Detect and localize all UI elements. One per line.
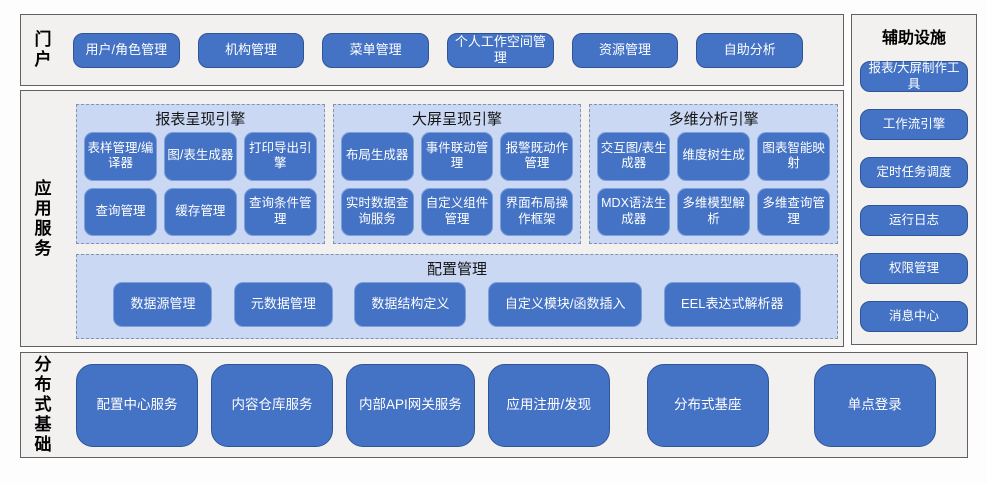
olap-engine-grid: 交互图/表生成器 维度树生成 图表智能映射 MDX语法生成器 多维模型解析 多维… — [597, 132, 831, 236]
auxiliary-section-title: 辅助设施 — [881, 30, 946, 47]
dimension-tree-generation-button[interactable]: 维度树生成 — [677, 132, 751, 181]
config-management-panel-title: 配置管理 — [426, 261, 487, 278]
run-log-button[interactable]: 运行日志 — [860, 205, 968, 236]
distributed-buttons-row: 配置中心服务 内容仓库服务 内部API网关服务 应用注册/发现 分布式基座 单点… — [76, 353, 957, 457]
report-engine-panel: 报表呈现引擎 表样管理/编译器 图/表生成器 打印导出引擎 查询管理 缓存管理 … — [76, 104, 325, 244]
metadata-management-button[interactable]: 元数据管理 — [233, 282, 333, 327]
self-service-analysis-button[interactable]: 自助分析 — [696, 32, 804, 68]
report-screen-authoring-tool-button[interactable]: 报表/大屏制作工具 — [860, 61, 968, 92]
portal-section: 门户 用户/角色管理 机构管理 菜单管理 个人工作空间管理 资源管理 自助分析 — [20, 14, 844, 86]
olap-engine-panel-title: 多维分析引擎 — [668, 111, 759, 128]
custom-component-management-button[interactable]: 自定义组件管理 — [420, 187, 494, 236]
content-repository-service-button[interactable]: 内容仓库服务 — [211, 363, 333, 447]
distributed-base-button[interactable]: 分布式基座 — [646, 363, 769, 447]
event-linkage-management-button[interactable]: 事件联动管理 — [420, 132, 494, 181]
multidim-model-parsing-button[interactable]: 多维模型解析 — [677, 187, 751, 236]
scheduled-task-scheduling-button[interactable]: 定时任务调度 — [860, 157, 968, 188]
auxiliary-section: 辅助设施 报表/大屏制作工具 工作流引擎 定时任务调度 运行日志 权限管理 消息… — [851, 14, 977, 345]
query-management-button[interactable]: 查询管理 — [84, 187, 157, 236]
single-sign-on-button[interactable]: 单点登录 — [813, 363, 936, 447]
report-engine-panel-title: 报表呈现引擎 — [155, 111, 246, 128]
print-export-engine-button[interactable]: 打印导出引擎 — [243, 132, 317, 181]
report-engine-grid: 表样管理/编译器 图/表生成器 打印导出引擎 查询管理 缓存管理 查询条件管理 — [84, 132, 317, 236]
distributed-foundation-section-label: 分布式基础 — [34, 354, 52, 455]
menu-management-button[interactable]: 菜单管理 — [322, 32, 430, 68]
bigscreen-engine-panel-title: 大屏呈现引擎 — [412, 111, 503, 128]
ui-layout-operation-framework-button[interactable]: 界面布局操作框架 — [500, 187, 574, 236]
eel-expression-parser-button[interactable]: EEL表达式解析器 — [663, 282, 801, 327]
app-services-section-label: 应用服务 — [34, 178, 52, 258]
distributed-foundation-section: 分布式基础 配置中心服务 内容仓库服务 内部API网关服务 应用注册/发现 分布… — [20, 352, 968, 458]
message-center-button[interactable]: 消息中心 — [860, 301, 968, 332]
config-center-service-button[interactable]: 配置中心服务 — [76, 363, 198, 447]
portal-section-label: 门户 — [34, 29, 52, 69]
app-registration-discovery-button[interactable]: 应用注册/发现 — [487, 363, 610, 447]
bigscreen-engine-grid: 布局生成器 事件联动管理 报警既动作管理 实时数据查询服务 自定义组件管理 界面… — [340, 132, 574, 236]
permission-management-button[interactable]: 权限管理 — [860, 253, 968, 284]
config-buttons-row: 数据源管理 元数据管理 数据结构定义 自定义模块/函数插入 EEL表达式解析器 — [84, 282, 830, 331]
multidim-query-management-button[interactable]: 多维查询管理 — [757, 187, 831, 236]
user-role-management-button[interactable]: 用户/角色管理 — [73, 32, 180, 68]
chart-table-generator-button[interactable]: 图/表生成器 — [163, 132, 237, 181]
resource-management-button[interactable]: 资源管理 — [571, 32, 679, 68]
mdx-syntax-generator-button[interactable]: MDX语法生成器 — [597, 187, 671, 236]
portal-buttons: 用户/角色管理 机构管理 菜单管理 个人工作空间管理 资源管理 自助分析 — [53, 32, 843, 68]
alarm-action-management-button[interactable]: 报警既动作管理 — [500, 132, 574, 181]
personal-workspace-management-button[interactable]: 个人工作空间管理 — [447, 32, 554, 68]
custom-module-function-insert-button[interactable]: 自定义模块/函数插入 — [487, 282, 643, 327]
realtime-data-query-service-button[interactable]: 实时数据查询服务 — [340, 187, 414, 236]
layout-generator-button[interactable]: 布局生成器 — [340, 132, 414, 181]
datasource-management-button[interactable]: 数据源管理 — [113, 282, 213, 327]
interactive-chart-generator-button[interactable]: 交互图/表生成器 — [597, 132, 671, 181]
org-management-button[interactable]: 机构管理 — [197, 32, 305, 68]
app-services-content: 报表呈现引擎 表样管理/编译器 图/表生成器 打印导出引擎 查询管理 缓存管理 … — [76, 104, 839, 339]
data-structure-definition-button[interactable]: 数据结构定义 — [354, 282, 467, 327]
engine-panels-row: 报表呈现引擎 表样管理/编译器 图/表生成器 打印导出引擎 查询管理 缓存管理 … — [76, 104, 839, 244]
app-services-section: 应用服务 报表呈现引擎 表样管理/编译器 图/表生成器 打印导出引擎 查询管理 … — [20, 90, 844, 347]
olap-engine-panel: 多维分析引擎 交互图/表生成器 维度树生成 图表智能映射 MDX语法生成器 多维… — [589, 104, 839, 244]
chart-smart-mapping-button[interactable]: 图表智能映射 — [757, 132, 831, 181]
internal-api-gateway-service-button[interactable]: 内部API网关服务 — [346, 363, 475, 447]
template-management-compiler-button[interactable]: 表样管理/编译器 — [84, 132, 157, 181]
cache-management-button[interactable]: 缓存管理 — [163, 187, 237, 236]
config-management-panel: 配置管理 数据源管理 元数据管理 数据结构定义 自定义模块/函数插入 EEL表达… — [76, 254, 838, 339]
query-condition-management-button[interactable]: 查询条件管理 — [243, 187, 317, 236]
bigscreen-engine-panel: 大屏呈现引擎 布局生成器 事件联动管理 报警既动作管理 实时数据查询服务 自定义… — [332, 104, 582, 244]
workflow-engine-button[interactable]: 工作流引擎 — [860, 109, 968, 140]
